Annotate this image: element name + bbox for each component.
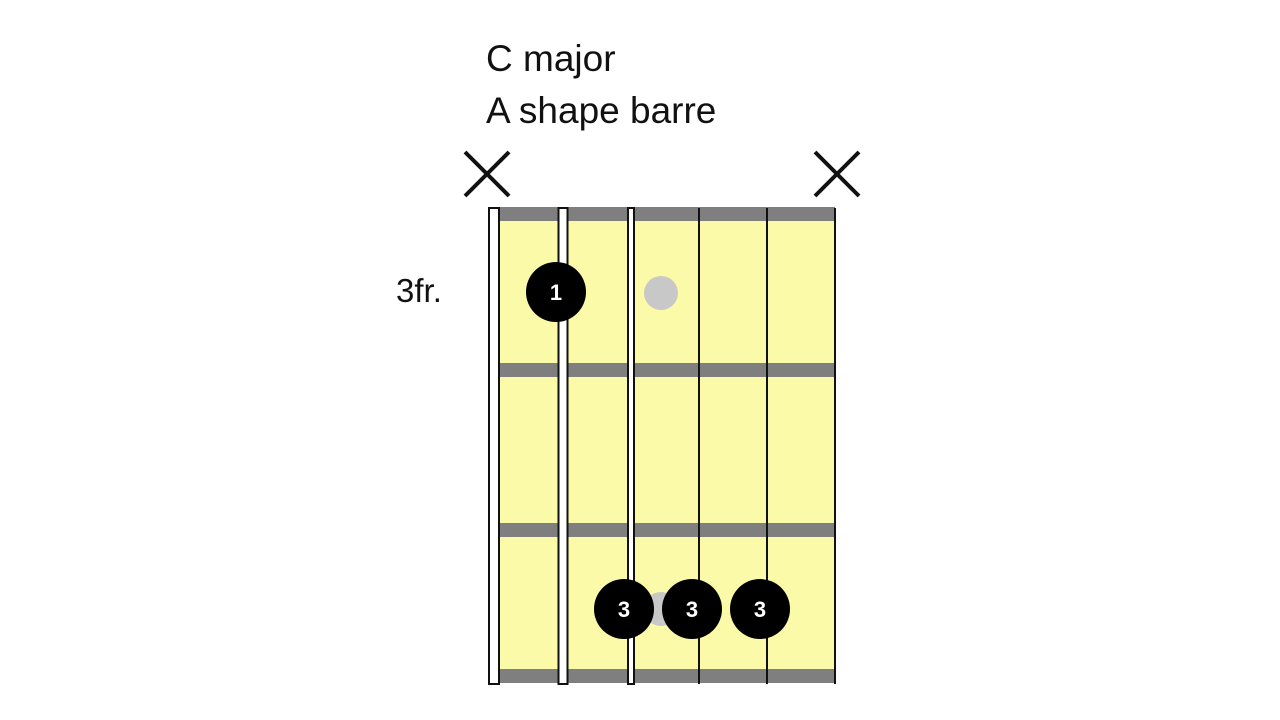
- guitar-string: [488, 207, 500, 685]
- muted-x-stroke: [813, 150, 861, 198]
- finger-dot: [730, 579, 790, 639]
- fret-line: [494, 669, 835, 683]
- finger-label: 3: [686, 597, 698, 622]
- muted-string-x-icon: [463, 150, 511, 198]
- finger-label: 3: [618, 597, 630, 622]
- chord-subtitle: A shape barre: [486, 90, 717, 131]
- finger-label: 1: [550, 280, 562, 305]
- muted-string-x-icon: [813, 150, 861, 198]
- fret-line: [494, 523, 835, 537]
- guitar-string: [557, 207, 569, 685]
- muted-x-stroke: [463, 150, 511, 198]
- finger-dot: [526, 262, 586, 322]
- fret-position-label: 3fr.: [396, 272, 442, 309]
- finger-label: 3: [754, 597, 766, 622]
- chord-title: C major: [486, 38, 616, 79]
- fret-marker-dot: [644, 276, 678, 310]
- fret-line: [494, 363, 835, 377]
- finger-dot: [662, 579, 722, 639]
- fret-line: [494, 207, 835, 221]
- guitar-string: [627, 207, 635, 685]
- finger-dot: [594, 579, 654, 639]
